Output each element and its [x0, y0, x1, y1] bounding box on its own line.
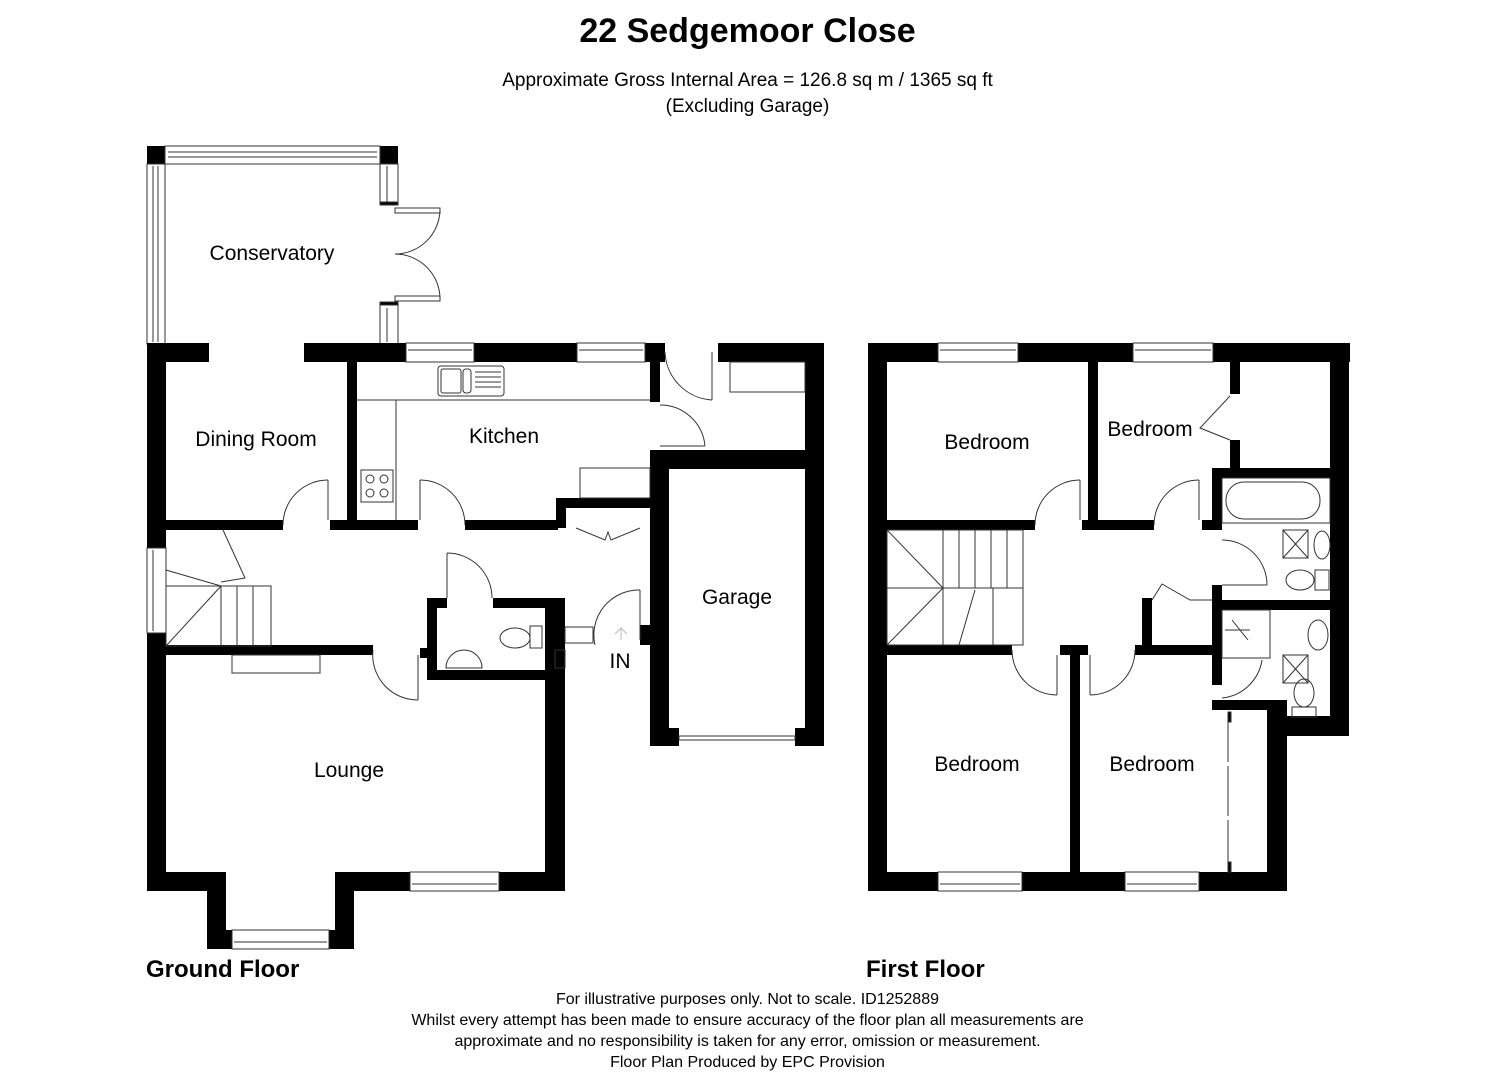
disclaimer-line-2: Whilst every attempt has been made to en…	[411, 1012, 1084, 1029]
room-label-bedroom-3: Bedroom	[934, 753, 1019, 776]
room-label-kitchen: Kitchen	[469, 425, 539, 448]
room-label-lounge: Lounge	[314, 759, 384, 782]
room-label-bedroom-4: Bedroom	[1109, 753, 1194, 776]
room-label-bedroom-1: Bedroom	[944, 431, 1029, 454]
first-fixtures	[886, 342, 1331, 892]
disclaimer-line-4: Floor Plan Produced by EPC Provision	[610, 1054, 885, 1071]
ground-walls	[147, 343, 824, 949]
conservatory	[146, 145, 441, 346]
ground-floor-label: Ground Floor	[146, 956, 300, 983]
room-label-conservatory: Conservatory	[210, 242, 335, 265]
area-note: (Excluding Garage)	[665, 96, 830, 117]
page-title: 22 Sedgemoor Close	[579, 12, 916, 50]
disclaimer: For illustrative purposes only. Not to s…	[0, 989, 1495, 1073]
ground-fixtures	[146, 342, 806, 950]
area-line: Approximate Gross Internal Area = 126.8 …	[502, 70, 993, 91]
first-floor-plan: Bedroom Bedroom Bedroom Bedroom	[868, 342, 1350, 892]
disclaimer-line-1: For illustrative purposes only. Not to s…	[555, 991, 939, 1008]
ground-floor-plan: Conservatory Dining Room Kitchen Garage …	[146, 145, 824, 950]
room-label-dining-room: Dining Room	[195, 428, 316, 451]
room-label-garage: Garage	[702, 586, 772, 609]
entrance-label: IN	[610, 650, 631, 673]
disclaimer-line-3: approximate and no responsibility is tak…	[454, 1033, 1041, 1050]
room-label-bedroom-2: Bedroom	[1107, 418, 1192, 441]
first-walls	[868, 343, 1350, 891]
first-floor-label: First Floor	[866, 956, 985, 983]
